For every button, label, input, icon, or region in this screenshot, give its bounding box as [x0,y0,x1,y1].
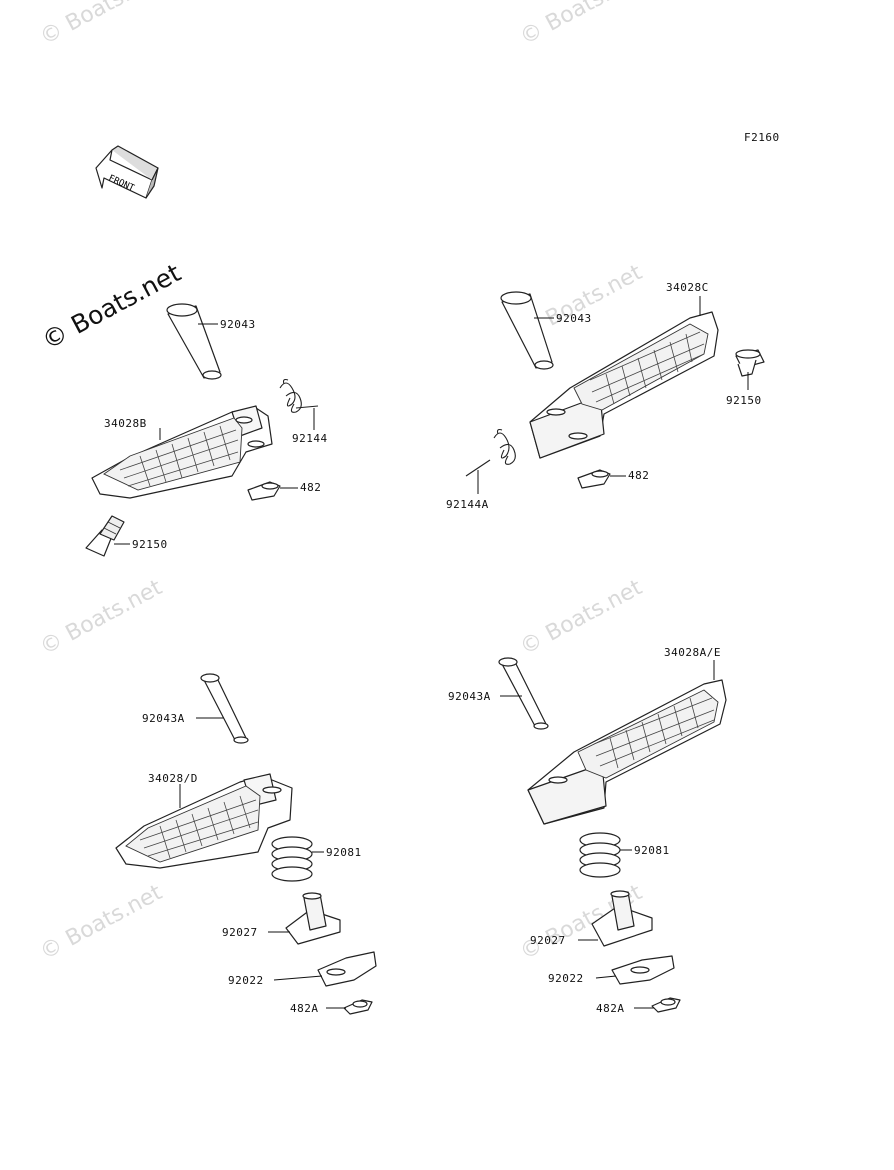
part-482-ur [577,469,611,489]
part-482A-lr [651,997,681,1013]
footpeg-34028B [91,405,273,499]
label-ll-92081: 92081 [326,846,362,859]
pin-92043-ul [166,303,222,380]
bolt-92150-ur [735,349,765,377]
spring-92144 [279,378,319,413]
spring-92081-lr [579,832,621,878]
bolt-92150-ul [85,515,125,557]
watermark-lower-left: © Boats.net [36,575,167,660]
plate-92022-lr [611,955,675,985]
label-ur-92150: 92150 [726,394,762,407]
leader-lr-92022 [595,975,617,979]
label-ur-92043: 92043 [556,312,592,325]
front-arrow-icon: FRONT [95,145,159,199]
label-ul-482: 482 [300,481,321,494]
label-ll-34028D: 34028/D [148,772,198,785]
assembly-upper-right: 34028C 92043 92150 92144A 482 [446,281,765,511]
spring-92144A [465,428,516,477]
label-ul-34028B: 34028B [104,417,147,430]
label-ll-92027: 92027 [222,926,258,939]
assembly-lower-right: 34028A/E 92043A 92081 92027 92022 482A [448,646,727,1015]
pin-92043A-ll [200,673,249,744]
pin-92043A-lr [498,657,549,730]
label-lr-482A: 482A [596,1002,625,1015]
watermark-lower-right: © Boats.net [516,575,647,660]
footpeg-34028D [115,773,293,869]
label-ul-92150: 92150 [132,538,168,551]
watermark-top-right: © Boats.net [516,0,647,50]
spring-92081-ll [271,836,313,882]
label-lr-34028AE: 34028A/E [664,646,721,659]
watermark-prominent: © Boats.net [37,258,185,355]
label-ll-92043A: 92043A [142,712,185,725]
label-lr-92027: 92027 [530,934,566,947]
footpeg-34028C [529,311,719,459]
watermark-top-left: © Boats.net [36,0,167,50]
watermark-bottom-left: © Boats.net [36,880,167,965]
leader-ll-92022 [273,975,323,981]
assembly-lower-left: 92043A 34028/D 92081 92027 92022 482A [115,673,377,1015]
label-lr-92043A: 92043A [448,690,491,703]
footpeg-34028AE [527,679,727,825]
bracket-92027-lr [591,890,653,947]
figure-code: F2160 [744,131,780,144]
plate-92022-ll [317,951,377,987]
label-ul-92144: 92144 [292,432,328,445]
label-ur-34028C: 34028C [666,281,709,294]
label-lr-92022: 92022 [548,972,584,985]
pin-92043-ur [500,291,554,370]
label-ur-482: 482 [628,469,649,482]
label-ul-92043: 92043 [220,318,256,331]
label-lr-92081: 92081 [634,844,670,857]
label-ur-92144A: 92144A [446,498,489,511]
assembly-upper-left: 92043 92144 34028B 482 92150 [85,303,328,557]
bracket-92027-ll [285,892,341,945]
label-ll-482A: 482A [290,1002,319,1015]
part-482-ul [247,481,281,501]
label-ll-92022: 92022 [228,974,264,987]
part-482A-ll [343,999,373,1015]
